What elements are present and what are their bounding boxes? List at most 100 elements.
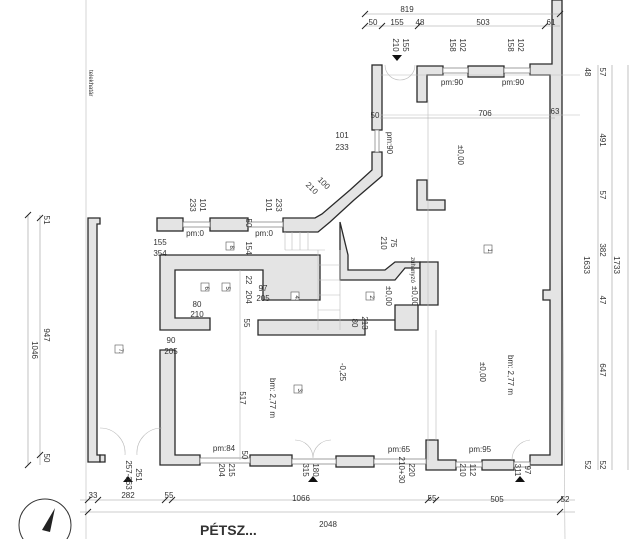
- dimension-tick: [541, 22, 549, 30]
- room-tag-1-box: [483, 244, 493, 254]
- wall-south-1: [159, 349, 201, 466]
- north-arrow: [18, 498, 72, 539]
- dimension-interior: 155: [153, 238, 167, 247]
- sill-height: pm:0: [255, 229, 273, 238]
- level-mark: ±0,00: [384, 286, 393, 307]
- dimension-right: 47: [598, 296, 607, 305]
- level-mark: ±0,00: [478, 362, 487, 383]
- property-line-label: telekhatár: [87, 70, 93, 96]
- dimension-bottom: 505: [490, 495, 504, 504]
- dimension-bottom: 282: [121, 491, 135, 500]
- dimension-tick: [168, 496, 176, 504]
- dimension-right: 382: [598, 243, 607, 257]
- dimension-right: 647: [598, 363, 607, 377]
- dimension-interior: 50: [244, 219, 253, 228]
- opening-dim: 251: [134, 468, 143, 482]
- dimension-lines: [27, 13, 629, 513]
- dimension-tick: [24, 211, 32, 219]
- wall-north-pier: [467, 65, 505, 78]
- wall-south-3: [335, 455, 375, 468]
- dimension-interior: 154: [244, 241, 253, 255]
- wall-west: [87, 217, 101, 463]
- dimension-interior: 90: [167, 336, 176, 345]
- dimension-right: 52: [583, 461, 592, 470]
- dimension-interior: 233: [274, 198, 283, 212]
- wall-core-south: [257, 261, 439, 336]
- dimension-left: 947: [42, 328, 51, 342]
- dimension-bottom: 52: [561, 495, 570, 504]
- dimension-interior: 210: [379, 236, 388, 250]
- dimension-interior: 22: [244, 276, 253, 285]
- room-tag-5: 5.: [224, 286, 230, 291]
- dimension-inner: 63: [551, 107, 560, 116]
- dimension-top: 503: [476, 18, 490, 27]
- sill-height: pm:90: [502, 78, 525, 87]
- dimension-tick: [84, 508, 92, 516]
- fixture-label: zuhanyzó: [409, 257, 415, 283]
- sill-height: pm:90: [441, 78, 464, 87]
- wall-core-stair: [339, 221, 421, 281]
- dimension-inner: 706: [478, 109, 492, 118]
- dimension-bottom: 1066: [292, 494, 310, 503]
- dimension-tick: [36, 451, 44, 459]
- opening-dim: 210+30: [397, 457, 406, 484]
- wall-north-1: [156, 217, 184, 232]
- opening-dim: 315: [301, 463, 310, 477]
- dimension-interior: 210: [190, 310, 204, 319]
- plan-title: PÉTSZ...: [200, 522, 257, 538]
- room-tag-2-box: [365, 291, 375, 301]
- room-tag-4-box: [290, 291, 300, 301]
- entrance-marker-icon: [515, 476, 525, 482]
- dimension-right: 48: [583, 68, 592, 77]
- dimension-interior: 101: [335, 131, 349, 140]
- room-tag-8-box: [225, 241, 235, 251]
- room-tag-8: 8.: [228, 245, 234, 250]
- window-width: 102: [516, 38, 525, 52]
- wall-pier-mid: [416, 179, 446, 211]
- dimension-interior: 75: [389, 239, 398, 248]
- room-tag-1: 1.: [486, 248, 492, 253]
- dimension-tick: [36, 214, 44, 222]
- entrance-marker-icon: [392, 55, 402, 61]
- dimension-interior: 517: [238, 391, 247, 405]
- window-height: 210: [391, 38, 400, 52]
- dimension-top: 155: [390, 18, 404, 27]
- sill-height: pm:90: [385, 132, 394, 155]
- room-tag-3-box: [293, 384, 303, 394]
- room-tag-4: 4.: [293, 295, 299, 300]
- opening-dim: 204: [217, 463, 226, 477]
- dimension-interior: 101: [198, 198, 207, 212]
- dimension-left: 1046: [30, 341, 39, 359]
- ceiling-height: bm: 2,77 m: [268, 378, 277, 418]
- dimension-tick: [556, 508, 564, 516]
- dimension-bottom: 55: [428, 494, 437, 503]
- dimension-inner: 50: [371, 111, 380, 120]
- opening-dim: 97: [523, 466, 532, 475]
- room-tag-3: 3.: [296, 388, 302, 393]
- wall-north-2: [209, 217, 249, 232]
- dimension-total: 2048: [319, 520, 337, 529]
- dimension-tick: [361, 22, 369, 30]
- opening-dim: 257-363: [124, 460, 133, 490]
- dimension-bottom: 55: [165, 491, 174, 500]
- sill-height: pm:65: [388, 445, 411, 454]
- wall-diagonal: [282, 151, 383, 233]
- dimension-tick: [556, 496, 564, 504]
- dimension-tick: [24, 461, 32, 469]
- wall-east: [529, 0, 563, 466]
- dimension-bottom: 33: [89, 491, 98, 500]
- level-mark: -0,25: [338, 363, 347, 382]
- opening-dim: 311: [513, 464, 522, 477]
- dimension-interior: 205: [164, 347, 178, 356]
- dimension-interior: 50: [240, 451, 249, 460]
- dimension-interior: 97: [259, 284, 268, 293]
- dimension-tick: [424, 496, 432, 504]
- dimension-left: 51: [42, 216, 51, 225]
- dimension-right: 57: [598, 191, 607, 200]
- openings: [99, 64, 531, 468]
- opening-dim: 220: [407, 463, 416, 477]
- dimension-tick: [161, 496, 169, 504]
- sill-height: pm:0: [186, 229, 204, 238]
- dimension-tick: [94, 496, 102, 504]
- staircase: [284, 232, 341, 330]
